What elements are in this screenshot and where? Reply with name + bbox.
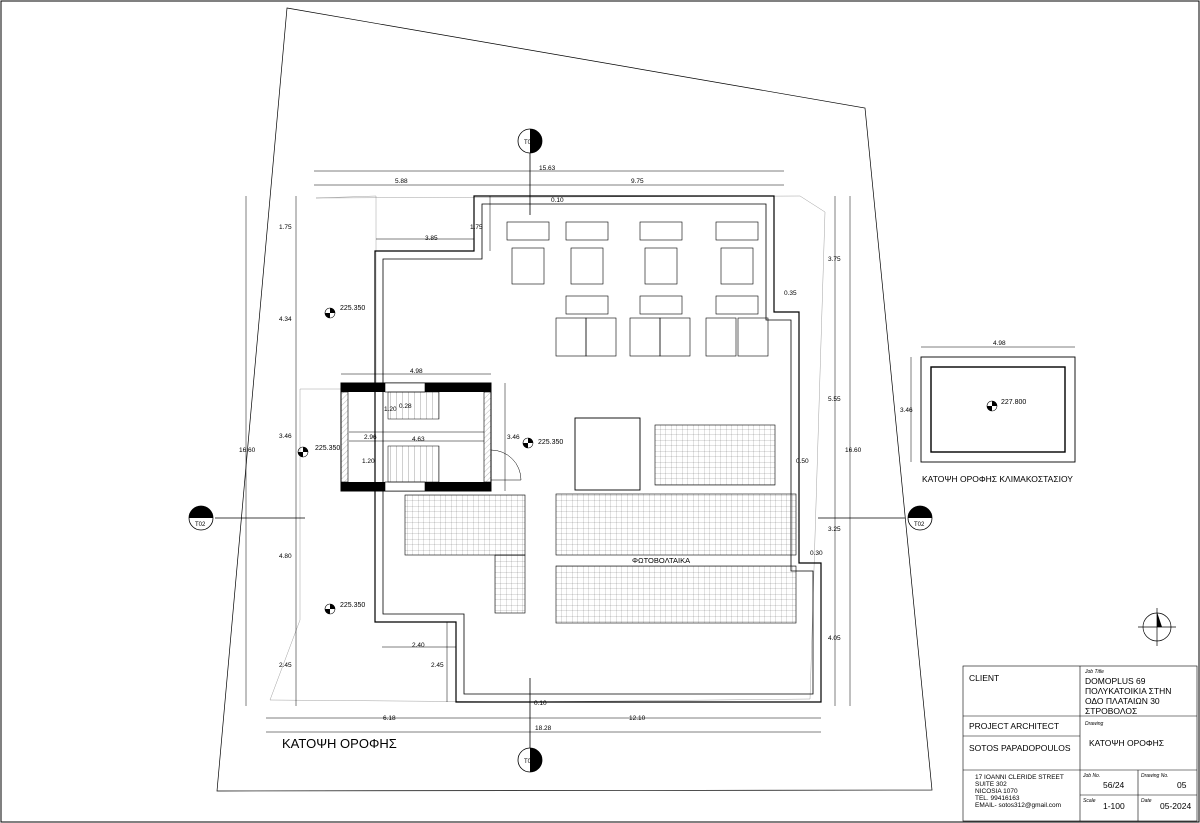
- job-no: 56/24: [1103, 780, 1125, 790]
- architect-label: PROJECT ARCHITECT: [969, 721, 1059, 731]
- section-marker-t02-right: T02: [907, 505, 933, 531]
- address-line-3: NICOSIA 1070: [975, 788, 1018, 795]
- level-upper-left: 225.350: [340, 305, 365, 312]
- dim-total-top: 15.63: [539, 165, 556, 172]
- job-title-line-4: ΣΤΡΟΒΟΛΟΣ: [1085, 706, 1137, 716]
- dim-325: 3.25: [828, 526, 841, 533]
- level-stair-right: 225.350: [538, 439, 563, 446]
- t02-label-left: T02: [195, 522, 206, 528]
- t01-label-top: T01: [524, 140, 535, 146]
- dim-010-top: 0.10: [551, 197, 564, 204]
- dim-245-inner: 2.45: [431, 662, 444, 669]
- dim-010-bottom: 0.10: [534, 700, 547, 707]
- dim-375: 3.75: [828, 256, 841, 263]
- dim-028: 0.28: [399, 403, 412, 410]
- job-title-line-1: DOMOPLUS 69: [1085, 676, 1146, 686]
- section-marker-t01-bottom: T01: [517, 747, 543, 773]
- dim-050: 0.50: [796, 458, 809, 465]
- address-line-4: TEL. 99416163: [975, 795, 1020, 802]
- section-marker-t01-top: T01: [517, 128, 543, 154]
- dim-555: 5.55: [828, 396, 841, 403]
- stair-level: 227.800: [1001, 399, 1026, 406]
- address-line-1: 17 IOANNI CLERIDE STREET: [975, 774, 1064, 781]
- scale-value: 1-100: [1103, 801, 1125, 811]
- plan-title: ΚΑΤΟΨΗ ΟΡΟΦΗΣ: [282, 736, 397, 751]
- level-stair-left: 225.350: [315, 445, 340, 452]
- dim-top-right: 9.75: [631, 178, 644, 185]
- dim-480: 4.80: [279, 553, 292, 560]
- stair-roof-plan: [910, 346, 1076, 463]
- date-value: 05-2024: [1160, 801, 1191, 811]
- setback-line: [269, 195, 826, 703]
- dim-346-left: 3.46: [279, 433, 292, 440]
- dim-1828: 18.28: [535, 725, 552, 732]
- section-marker-t02-left: T02: [188, 505, 214, 531]
- address-line-5: EMAIL- sotos312@gmail.com: [975, 802, 1061, 809]
- dim-top-left: 5.88: [395, 178, 408, 185]
- roof-hatch: [574, 417, 641, 491]
- drawing-name: ΚΑΤΟΨΗ ΟΡΟΦΗΣ: [1089, 738, 1164, 748]
- job-no-label: Job No.: [1082, 773, 1100, 779]
- job-title-line-2: ΠΟΛΥΚΑΤΟΙΚΙΑ ΣΤΗΝ: [1085, 686, 1171, 696]
- address-line-2: SUITE 302: [975, 781, 1007, 788]
- dim-240: 2.40: [412, 642, 425, 649]
- north-arrow-icon: [1138, 608, 1176, 646]
- ac-units: [506, 221, 769, 357]
- dim-296: 2.96: [364, 434, 377, 441]
- dim-245-left: 2.45: [279, 662, 292, 669]
- t01-label-bottom: T01: [524, 759, 535, 765]
- dim-175-inner: 1.75: [470, 224, 483, 231]
- dim-405: 4.05: [828, 635, 841, 642]
- scale-label: Scale: [1083, 798, 1096, 804]
- dim-1210: 12.10: [629, 715, 646, 722]
- drawing-label: Drawing: [1085, 721, 1104, 727]
- solar-label: ΦΩΤΟΒΟΛΤΑΙΚΑ: [632, 556, 690, 565]
- dim-1660-left: 16.60: [239, 447, 256, 454]
- dim-498-stair: 4.98: [410, 368, 423, 375]
- level-markers: [297, 307, 534, 615]
- t02-label-right: T02: [914, 522, 925, 528]
- dim-175-left: 1.75: [279, 224, 292, 231]
- drawing-no: 05: [1177, 780, 1187, 790]
- dim-346-stair: 3.46: [507, 434, 520, 441]
- architect-name: SOTOS PAPADOPOULOS: [969, 743, 1071, 753]
- plot-boundary: [216, 7, 933, 792]
- dim-385: 3.85: [425, 235, 438, 242]
- dim-030: 0.30: [810, 550, 823, 557]
- title-block: [962, 665, 1198, 822]
- dimension-lines: [245, 170, 851, 733]
- level-lower-left: 225.350: [340, 602, 365, 609]
- stair-plan-title: ΚΑΤΟΨΗ ΟΡΟΦΗΣ ΚΛΙΜΑΚΟΣΤΑΣΙΟΥ: [922, 474, 1073, 484]
- dim-434: 4.34: [279, 316, 292, 323]
- dim-618: 6.18: [383, 715, 396, 722]
- solar-panels: [404, 424, 797, 624]
- dim-1660-right: 16.60: [845, 447, 862, 454]
- job-title-line-3: ΟΔΟ ΠΛΑΤΑΙΩΝ 30: [1085, 696, 1160, 706]
- client-label: CLIENT: [969, 673, 999, 683]
- dim-463: 4.63: [412, 436, 425, 443]
- stair-width-dim: 4.98: [993, 340, 1006, 347]
- job-title-label: Job Title: [1084, 669, 1104, 675]
- stair-core: [340, 382, 522, 492]
- stair-height-dim: 3.46: [900, 407, 913, 414]
- dim-035: 0.35: [784, 290, 797, 297]
- dim-120a: 1.20: [384, 406, 397, 413]
- drawing-no-label: Drawing No.: [1141, 773, 1169, 779]
- dim-120b: 1.20: [362, 458, 375, 465]
- section-lines: [215, 153, 905, 748]
- date-label: Date: [1141, 798, 1152, 804]
